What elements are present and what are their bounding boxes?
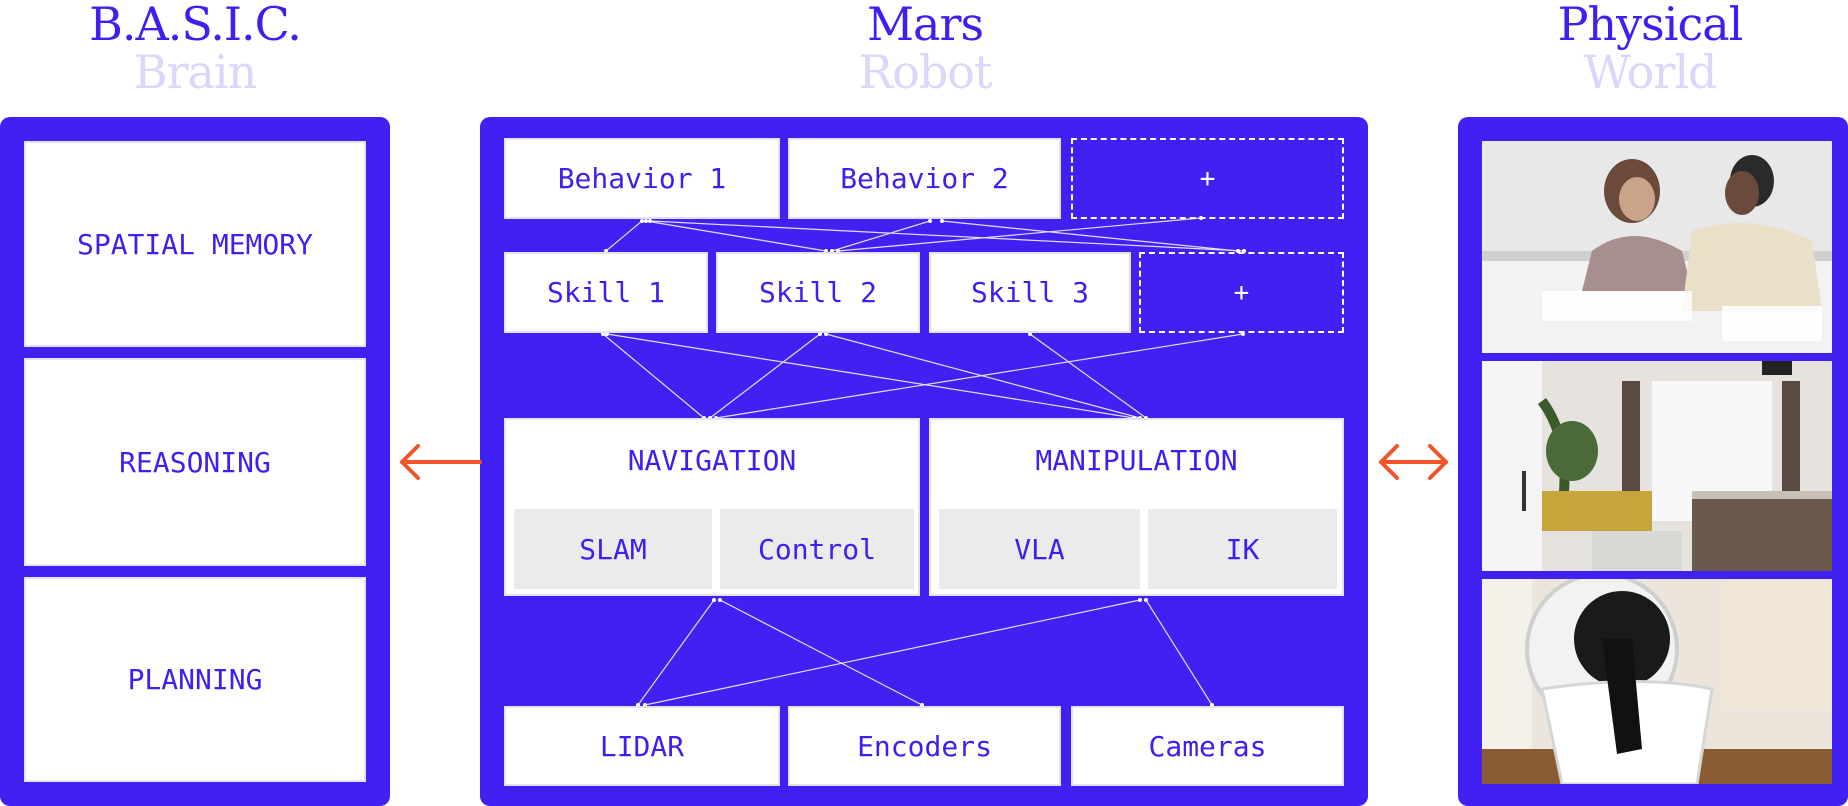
- lidar-box: LIDAR: [504, 706, 780, 786]
- living-room-photo: [1482, 361, 1832, 571]
- skill-1-box: Skill 1: [504, 252, 708, 333]
- slam-box: SLAM: [514, 509, 712, 589]
- planning-box: PLANNING: [24, 577, 366, 782]
- world-header-subtitle: World: [1583, 45, 1718, 99]
- skill-3-box: Skill 3: [929, 252, 1131, 333]
- behavior-2-box: Behavior 2: [788, 138, 1061, 219]
- cameras-box: Cameras: [1071, 706, 1344, 786]
- brain-header-subtitle: Brain: [133, 45, 258, 99]
- navigation-module: NAVIGATION SLAM Control: [504, 418, 920, 596]
- people-conversing-photo: [1482, 141, 1832, 353]
- laundry-machine-photo: [1482, 579, 1832, 784]
- navigation-title: NAVIGATION: [627, 444, 797, 477]
- brain-panel: SPATIAL MEMORY REASONING PLANNING: [0, 117, 390, 806]
- world-panel: [1458, 117, 1848, 806]
- add-behavior-placeholder: +: [1071, 138, 1344, 219]
- skill-2-box: Skill 2: [716, 252, 920, 333]
- vla-box: VLA: [939, 509, 1140, 589]
- world-header-title: Physical: [1557, 0, 1744, 51]
- robot-header-subtitle: Robot: [858, 45, 993, 99]
- control-box: Control: [720, 509, 914, 589]
- robot-header-title: Mars: [866, 0, 984, 51]
- brain-header: B.A.S.I.C. Brain: [30, 0, 360, 96]
- robot-header: Mars Robot: [760, 0, 1090, 96]
- add-skill-placeholder: +: [1139, 252, 1344, 333]
- manipulation-module: MANIPULATION VLA IK: [929, 418, 1344, 596]
- spatial-memory-box: SPATIAL MEMORY: [24, 141, 366, 347]
- encoders-box: Encoders: [788, 706, 1061, 786]
- ik-box: IK: [1148, 509, 1337, 589]
- behavior-1-box: Behavior 1: [504, 138, 780, 219]
- manipulation-title: MANIPULATION: [1035, 444, 1238, 477]
- brain-header-title: B.A.S.I.C.: [89, 0, 302, 51]
- reasoning-box: REASONING: [24, 358, 366, 566]
- world-header: Physical World: [1485, 0, 1815, 96]
